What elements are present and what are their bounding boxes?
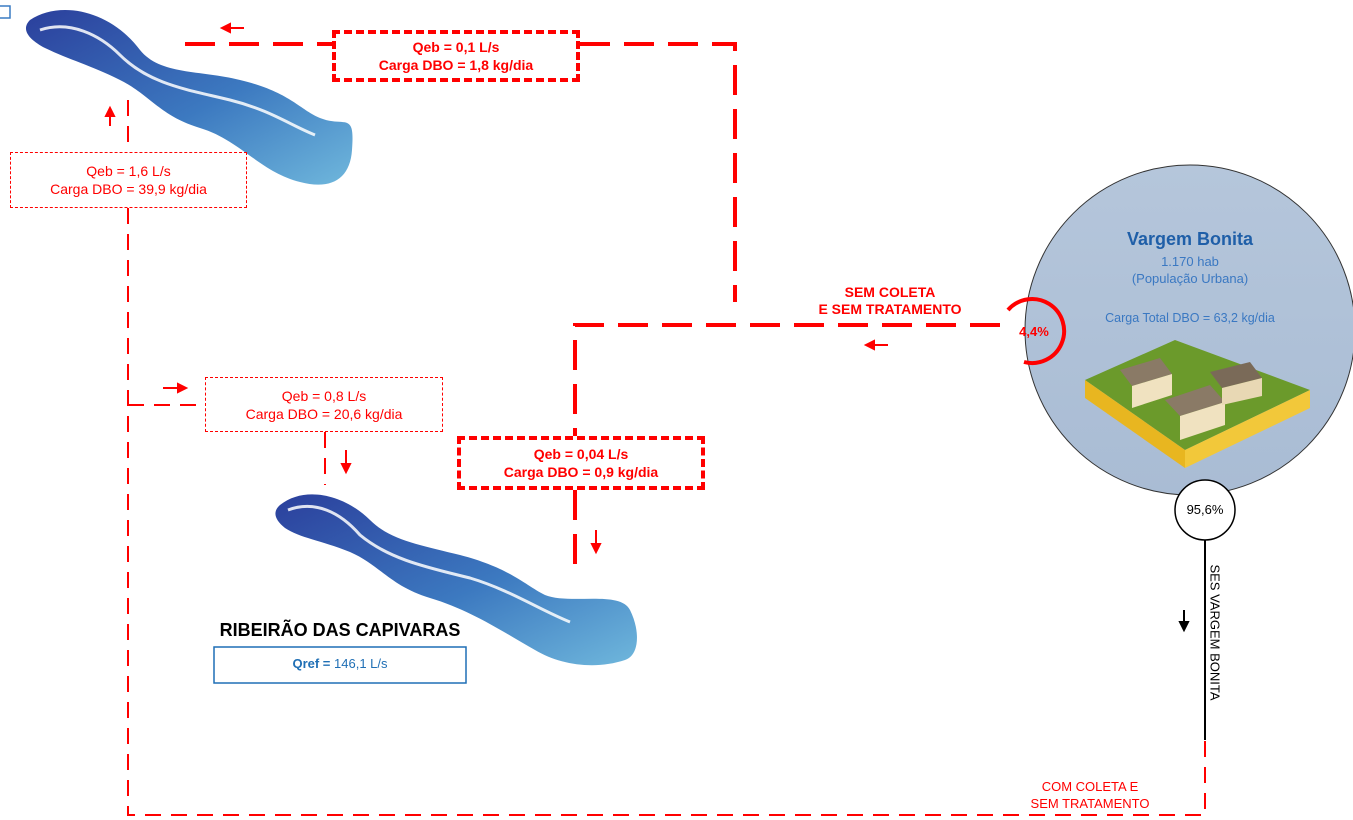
no-collection-arc bbox=[1006, 297, 1067, 366]
river-name: RIBEIRÃO DAS CAPIVARAS bbox=[219, 620, 461, 640]
flow-left-qeb: Qeb = 1,6 L/s bbox=[86, 163, 171, 179]
thick-dashed-connectors bbox=[185, 42, 1000, 572]
flow-box-top: Qeb = 0,1 L/s Carga DBO = 1,8 kg/dia bbox=[332, 30, 580, 82]
flow-box-middle: Qeb = 0,8 L/s Carga DBO = 20,6 kg/dia bbox=[205, 377, 443, 432]
collection-circle bbox=[1174, 479, 1236, 541]
ses-label: SES VARGEM BONITA bbox=[1207, 564, 1223, 701]
upper-river-icon bbox=[25, 10, 353, 185]
qref-box-frame bbox=[213, 646, 467, 684]
flow-middle-carga: Carga DBO = 20,6 kg/dia bbox=[245, 405, 403, 422]
city-name: Vargem Bonita bbox=[1126, 229, 1254, 249]
city-population: 1.170 hab bbox=[1161, 254, 1219, 269]
with-collection-label: COM COLETA E SEM TRATAMENTO bbox=[1000, 778, 1180, 812]
city-population-type: (População Urbana) bbox=[1131, 271, 1249, 286]
with-collection-line2: SEM TRATAMENTO bbox=[1030, 796, 1150, 811]
with-collection-line1: COM COLETA E bbox=[1041, 779, 1139, 794]
flow-box-left: Qeb = 1,6 L/s Carga DBO = 39,9 kg/dia bbox=[10, 152, 247, 208]
collection-percent: 95,6% bbox=[1186, 502, 1224, 517]
corner-mark bbox=[0, 5, 11, 19]
flow-left-carga: Carga DBO = 39,9 kg/dia bbox=[50, 181, 207, 197]
qref-text: Qref = 146,1 L/s bbox=[214, 656, 466, 671]
flow-top-carga: Carga DBO = 1,8 kg/dia bbox=[378, 57, 534, 73]
flow-center-carga: Carga DBO = 0,9 kg/dia bbox=[503, 464, 659, 480]
flow-arrows bbox=[104, 22, 888, 555]
no-collection-line2: E SEM TRATAMENTO bbox=[818, 301, 962, 317]
town-island-icon bbox=[1085, 340, 1310, 468]
no-collection-percent: 4,4% bbox=[1019, 324, 1049, 339]
lower-river-icon bbox=[275, 494, 637, 666]
flow-top-qeb: Qeb = 0,1 L/s bbox=[412, 39, 500, 55]
thin-dashed-connectors bbox=[127, 100, 1206, 816]
qref-value: 146,1 L/s bbox=[334, 656, 388, 671]
qref-label: Qref = bbox=[292, 656, 331, 671]
city-load: Carga Total DBO = 63,2 kg/dia bbox=[1105, 311, 1275, 325]
no-collection-label: SEM COLETA E SEM TRATAMENTO bbox=[790, 284, 990, 318]
flow-center-qeb: Qeb = 0,04 L/s bbox=[533, 446, 629, 462]
no-collection-line1: SEM COLETA bbox=[844, 284, 936, 300]
flow-box-center: Qeb = 0,04 L/s Carga DBO = 0,9 kg/dia bbox=[457, 436, 705, 490]
flow-middle-qeb: Qeb = 0,8 L/s bbox=[281, 387, 367, 404]
ses-arrow bbox=[1178, 610, 1190, 633]
